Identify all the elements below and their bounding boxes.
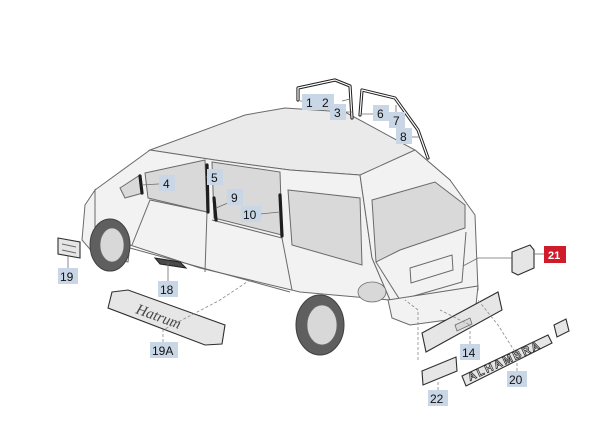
callout-18[interactable]: 18 — [158, 281, 178, 297]
roof-trim-strip-right-inner — [359, 89, 429, 159]
front-wheel — [89, 218, 131, 272]
sill-plate-script-badge: Hatrum — [107, 289, 226, 346]
svg-text:4: 4 — [163, 177, 170, 191]
rear-wheel — [295, 294, 345, 356]
svg-text:22: 22 — [430, 392, 444, 406]
callout-21-highlighted[interactable]: 21 — [544, 246, 566, 263]
svg-text:1: 1 — [306, 96, 313, 110]
callout-9[interactable]: 9 — [227, 189, 243, 205]
callout-7[interactable]: 7 — [389, 112, 405, 128]
rear-badge-21 — [511, 244, 535, 276]
window-strip-10 — [278, 193, 284, 238]
callout-6[interactable]: 6 — [373, 105, 389, 121]
license-plate-recess — [409, 254, 454, 284]
callout-3[interactable]: 3 — [330, 104, 346, 120]
svg-text:19: 19 — [60, 270, 74, 284]
svg-text:10: 10 — [243, 208, 257, 222]
svg-text:18: 18 — [160, 283, 174, 297]
sliding-door-seam — [211, 219, 293, 291]
callout-22[interactable]: 22 — [428, 390, 448, 406]
sill-line — [129, 247, 291, 293]
callout-14[interactable]: 14 — [460, 344, 480, 360]
svg-text:14: 14 — [462, 346, 476, 360]
front-door-seam — [131, 199, 208, 273]
rear-quarter-window — [287, 189, 363, 266]
callout-19[interactable]: 19 — [58, 268, 78, 284]
rear-lamp — [357, 281, 387, 303]
tailgate-seam — [375, 231, 467, 301]
svg-text:21: 21 — [548, 250, 560, 262]
brand-emblem — [421, 356, 458, 386]
roof-trim-strip-left-inner — [297, 79, 353, 119]
svg-text:2: 2 — [322, 96, 329, 110]
window-strip-4 — [138, 174, 144, 195]
svg-text:6: 6 — [377, 107, 384, 121]
callout-19A[interactable]: 19A — [150, 342, 178, 358]
callout-5[interactable]: 5 — [207, 169, 223, 185]
svg-text:7: 7 — [393, 114, 400, 128]
callout-1[interactable]: 1 — [302, 94, 318, 110]
svg-text:5: 5 — [211, 171, 218, 185]
svg-text:8: 8 — [400, 130, 407, 144]
vehicle-illustration — [81, 107, 479, 356]
callout-10[interactable]: 10 — [241, 206, 261, 222]
tailgate-trim-strip — [421, 291, 503, 353]
callout-8[interactable]: 8 — [396, 128, 412, 144]
side-emblem — [57, 237, 81, 259]
callout-4[interactable]: 4 — [159, 175, 175, 191]
sliding-door-grip-trim — [153, 257, 188, 269]
svg-text:20: 20 — [509, 373, 523, 387]
svg-text:19A: 19A — [152, 344, 173, 358]
svg-text:9: 9 — [231, 191, 238, 205]
callout-20[interactable]: 20 — [507, 371, 527, 387]
window-strip-9 — [212, 196, 218, 222]
callout-labels: 1 2 3 4 5 6 7 8 — [58, 94, 566, 406]
svg-text:3: 3 — [334, 106, 341, 120]
